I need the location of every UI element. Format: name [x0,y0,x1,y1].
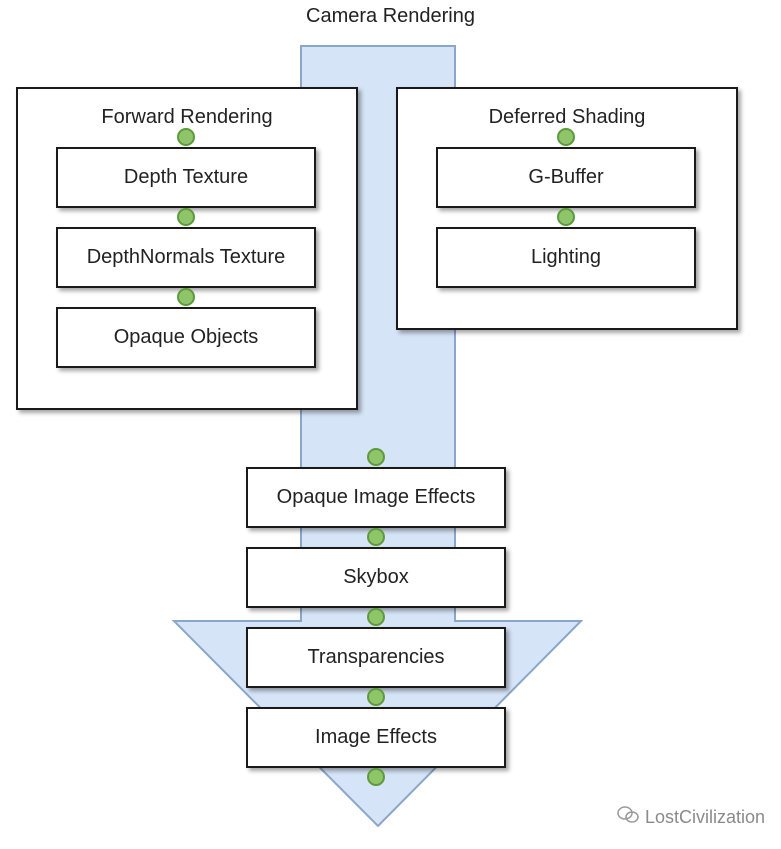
wechat-icon [617,806,639,829]
connector-point [367,528,385,546]
skybox-step: Skybox [246,547,506,608]
opaque-objects-step: Opaque Objects [56,307,316,368]
forward-rendering-label: Forward Rendering [101,106,273,128]
watermark: LostCivilization [617,806,765,829]
connector-point [367,448,385,466]
connector-point [367,608,385,626]
depth-texture-step: Depth Texture [56,147,316,208]
connector-point [177,128,195,146]
connector-point [557,208,575,226]
deferred-shading-label: Deferred Shading [488,106,646,128]
connector-point [367,768,385,786]
diagram-title: Camera Rendering [306,5,475,27]
transparencies-step: Transparencies [246,627,506,688]
connector-point [177,208,195,226]
image-effects-step: Image Effects [246,707,506,768]
deferred-shading-group: Deferred Shading [396,87,738,330]
connector-point [367,688,385,706]
opaque-image-effects-step: Opaque Image Effects [246,467,506,528]
lighting-step: Lighting [436,227,696,288]
watermark-text: LostCivilization [644,807,765,827]
depthnormals-texture-step: DepthNormals Texture [56,227,316,288]
connector-point [557,128,575,146]
connector-point [177,288,195,306]
g-buffer-step: G-Buffer [436,147,696,208]
